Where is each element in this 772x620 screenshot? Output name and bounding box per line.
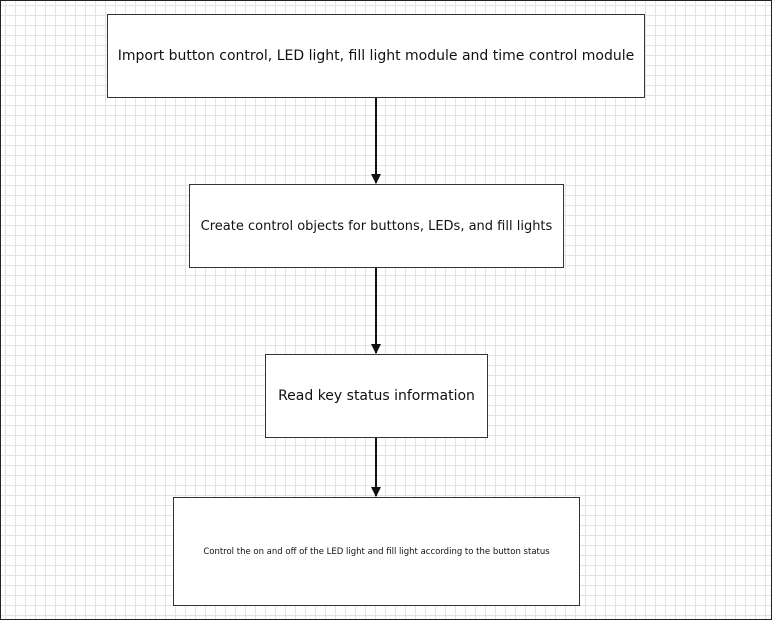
- process-box-read-key-status: Read key status information: [265, 354, 488, 438]
- process-box-label: Create control objects for buttons, LEDs…: [200, 218, 553, 234]
- process-box-label: Read key status information: [278, 388, 475, 404]
- process-box-import-modules: Import button control, LED light, fill l…: [107, 14, 645, 98]
- process-box-create-objects: Create control objects for buttons, LEDs…: [189, 184, 564, 268]
- process-box-control-lights: Control the on and off of the LED light …: [173, 497, 580, 606]
- process-box-label: Control the on and off of the LED light …: [203, 546, 550, 557]
- process-box-label: Import button control, LED light, fill l…: [117, 48, 635, 64]
